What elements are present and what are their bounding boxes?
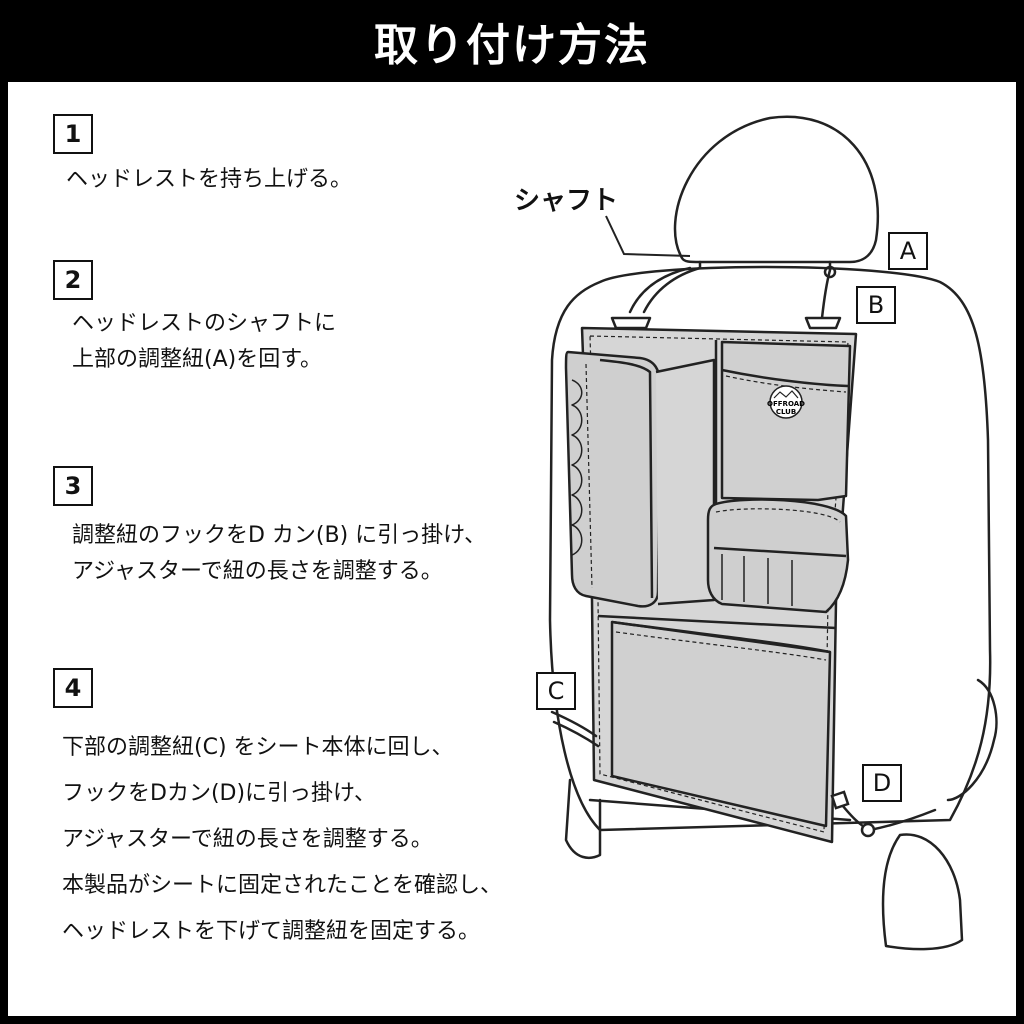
label-a: A — [888, 232, 928, 270]
step-4-line-3: アジャスターで紐の長さを調整する。 — [62, 827, 433, 852]
headrest — [673, 115, 879, 264]
step-3-number: 3 — [53, 466, 93, 506]
step-1-line-1: ヘッドレストを持ち上げる。 — [66, 167, 353, 192]
step-1-text: ヘッドレストを持ち上げる。 — [66, 162, 352, 198]
logo-text-line-2: CLUB — [776, 408, 796, 416]
upper-right-pocket — [720, 340, 852, 502]
step-4-line-2: フックをDカン(D)に引っ掛け、 — [62, 781, 376, 806]
step-4-number: 4 — [53, 668, 93, 708]
page-title: 取り付け方法 — [0, 0, 1024, 82]
tissue-case — [564, 350, 662, 608]
shaft-leader-line — [605, 215, 691, 257]
offroad-club-logo: OFFROAD CLUB — [767, 385, 805, 419]
step-4-line-5: ヘッドレストを下げて調整紐を固定する。 — [62, 919, 481, 944]
label-c: C — [536, 672, 576, 710]
step-2-number: 2 — [53, 260, 93, 300]
step-1-number: 1 — [53, 114, 93, 154]
step-2-text: ヘッドレストのシャフトに 上部の調整紐(A)を回す。 — [72, 306, 336, 378]
step-3-line-2: アジャスターで紐の長さを調整する。 — [72, 559, 443, 584]
label-b: B — [856, 286, 896, 324]
step-2-line-2: 上部の調整紐(A)を回す。 — [72, 347, 323, 372]
strap-c — [550, 710, 598, 738]
step-4-line-1: 下部の調整紐(C) をシート本体に回し、 — [62, 735, 454, 760]
step-3-text: 調整紐のフックをD カン(B) に引っ掛け、 アジャスターで紐の長さを調整する。 — [72, 518, 486, 590]
small-pouch — [706, 498, 850, 614]
step-4-line-4: 本製品がシートに固定されたことを確認し、 — [62, 873, 503, 898]
logo-text-line-1: OFFROAD — [767, 400, 805, 408]
label-d: D — [862, 764, 902, 802]
step-2-line-1: ヘッドレストのシャフトに — [72, 311, 337, 336]
shaft-label: シャフト — [514, 186, 619, 216]
step-3-line-1: 調整紐のフックをD カン(B) に引っ掛け、 — [72, 523, 487, 548]
step-4-text: 下部の調整紐(C) をシート本体に回し、 フックをDカン(D)に引っ掛け、 アジ… — [62, 725, 502, 955]
